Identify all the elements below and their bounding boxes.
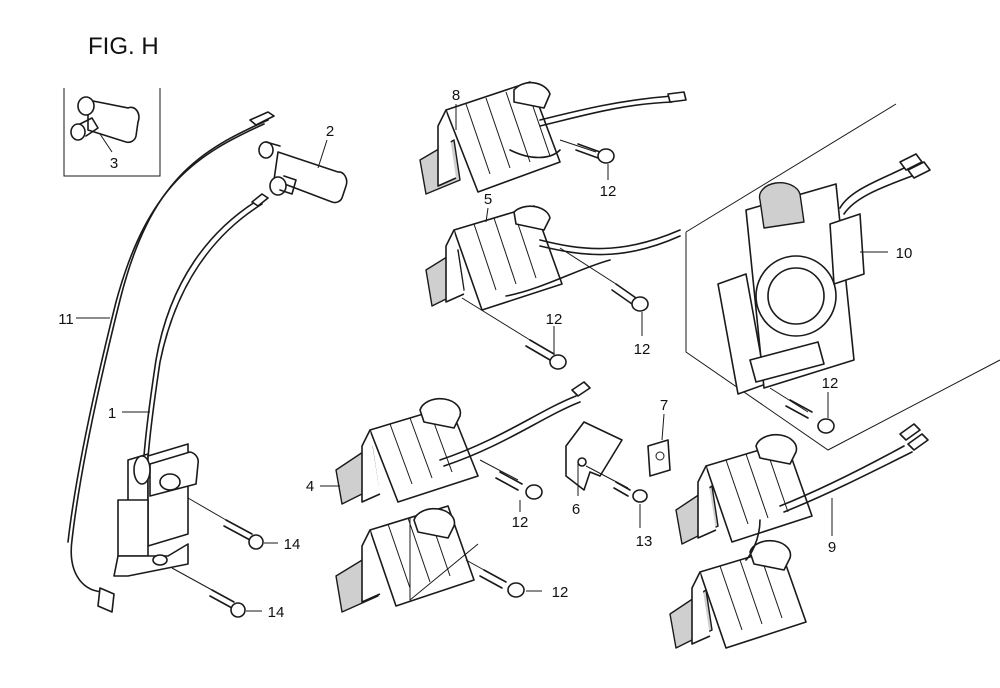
callout-12d: 12 (822, 375, 839, 392)
part-10-stator (685, 103, 1000, 451)
callouts: 1 2 3 4 5 6 7 8 9 10 11 12 12 12 12 12 1 (58, 87, 912, 621)
callout-12b: 12 (634, 341, 651, 358)
part-12-bolt-b (559, 247, 649, 312)
part-11-wire (67, 111, 275, 613)
part-2-plug-cap (258, 141, 348, 204)
callout-3: 3 (110, 155, 118, 172)
callout-12e: 12 (512, 514, 529, 531)
part-12-bolt-e (479, 459, 543, 500)
part-7-clip (647, 439, 671, 477)
part-12-bolt-d (769, 387, 835, 434)
part-14-bolts (171, 497, 264, 618)
part-4-coil (335, 381, 591, 505)
part-3-plug-cap (63, 88, 161, 177)
part-12-bolt-f (465, 559, 525, 598)
part-9-coils (669, 423, 929, 649)
callout-4: 4 (306, 478, 314, 495)
part-12-bolt-c (461, 297, 567, 370)
callout-1: 1 (108, 405, 116, 422)
callout-11: 11 (58, 311, 74, 328)
callout-6: 6 (572, 501, 580, 518)
callout-5: 5 (484, 191, 492, 208)
callout-9: 9 (828, 539, 836, 556)
callout-14a: 14 (284, 536, 301, 553)
part-5-coil (425, 205, 681, 311)
callout-12c: 12 (546, 311, 563, 328)
part-1-ignition-coil (113, 193, 269, 577)
part-6-bracket (565, 421, 648, 503)
callout-12f: 12 (552, 584, 569, 601)
part-8-coil (419, 81, 687, 195)
callout-10: 10 (896, 245, 913, 262)
callout-8: 8 (452, 87, 460, 104)
part-coil-lower-left (335, 505, 479, 613)
callout-13: 13 (636, 533, 653, 550)
callout-14b: 14 (268, 604, 285, 621)
callout-12a: 12 (600, 183, 617, 200)
callout-7: 7 (660, 397, 668, 414)
figure-title: FIG. H (88, 33, 159, 60)
part-12-bolt-a (559, 139, 615, 164)
callout-2: 2 (326, 123, 334, 140)
